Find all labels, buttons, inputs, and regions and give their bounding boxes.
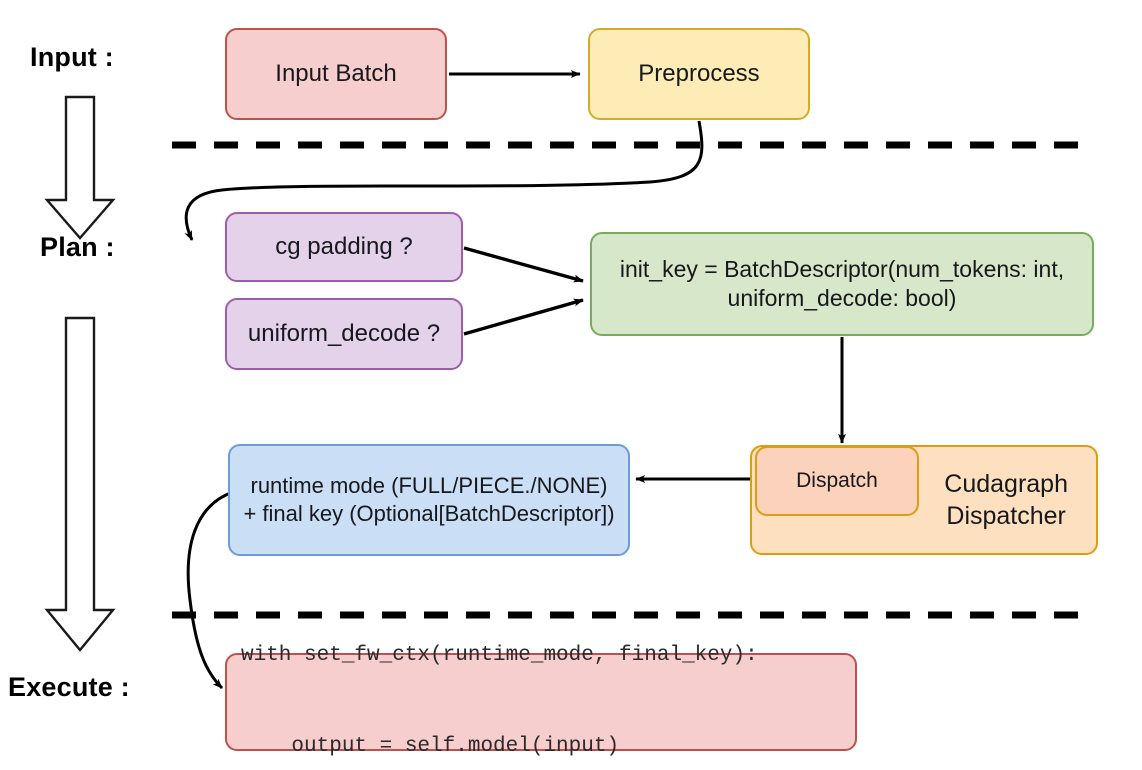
node-cudagraph-dispatcher-line1: Cudagraph bbox=[944, 470, 1068, 498]
node-runtime-mode-line2: + final key (Optional[BatchDescriptor]) bbox=[243, 501, 615, 526]
node-init-key-line1: init_key = BatchDescriptor(num_tokens: i… bbox=[619, 255, 1065, 282]
node-cg-padding-label: cg padding ? bbox=[275, 232, 413, 260]
edge-uniform-decode-to-init-key bbox=[463, 298, 584, 336]
node-runtime-mode-line1: runtime mode (FULL/PIECE./NONE) bbox=[250, 472, 608, 498]
input-stage-arrow bbox=[44, 95, 116, 240]
node-input-batch[interactable]: Input Batch bbox=[225, 28, 447, 120]
node-uniform-decode-label: uniform_decode ? bbox=[247, 319, 441, 347]
node-cudagraph-dispatcher-line2: Dispatcher bbox=[946, 502, 1066, 530]
node-dispatch-label: Dispatch bbox=[796, 468, 878, 492]
node-preprocess[interactable]: Preprocess bbox=[588, 28, 810, 120]
node-runtime-mode[interactable]: runtime mode (FULL/PIECE./NONE) + final … bbox=[228, 444, 630, 556]
node-init-key-line2: uniform_decode: bool) bbox=[727, 285, 957, 311]
node-dispatch[interactable]: Dispatch bbox=[755, 446, 919, 516]
node-exec-code-line1: with set_fw_ctx(runtime_mode, final_key)… bbox=[241, 644, 758, 668]
stage-label-input: Input : bbox=[30, 42, 114, 72]
stage-label-execute: Execute : bbox=[8, 672, 130, 702]
node-uniform-decode[interactable]: uniform_decode ? bbox=[225, 298, 463, 370]
stage-label-plan: Plan : bbox=[40, 232, 115, 262]
node-exec-code[interactable]: with set_fw_ctx(runtime_mode, final_key)… bbox=[225, 644, 857, 758]
node-init-key[interactable]: init_key = BatchDescriptor(num_tokens: i… bbox=[590, 232, 1094, 336]
node-cg-padding[interactable]: cg padding ? bbox=[225, 212, 463, 282]
edge-cg-padding-to-init-key bbox=[463, 246, 584, 283]
node-preprocess-label: Preprocess bbox=[638, 59, 760, 87]
plan-stage-arrow bbox=[44, 316, 116, 652]
node-exec-code-line2: output = self.model(input) bbox=[241, 735, 620, 759]
node-input-batch-label: Input Batch bbox=[275, 59, 397, 87]
